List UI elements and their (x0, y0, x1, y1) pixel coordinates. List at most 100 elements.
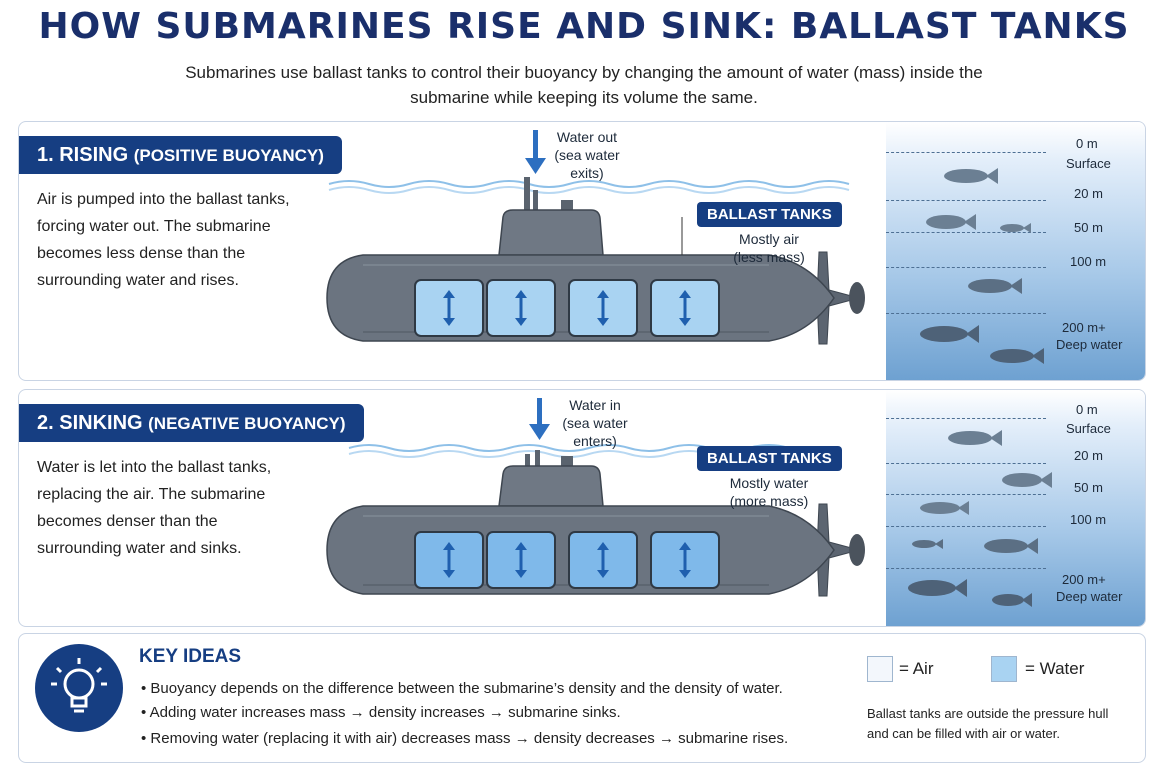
sinking-water-label-line: enters) (573, 433, 617, 449)
key-ideas-panel: KEY IDEAS • Buoyancy depends on the diff… (18, 633, 1146, 763)
rising-water-label-line: Water out (556, 129, 618, 145)
ballast-tank (568, 531, 638, 589)
key-idea-item: • Adding water increases mass → density … (141, 704, 621, 721)
fish-icon (990, 348, 1044, 364)
depth-label: 50 m (1074, 480, 1103, 495)
sinking-tank-note-line: (more mass) (729, 493, 809, 509)
depth-label: 20 m (1074, 186, 1103, 201)
fish-icon (968, 278, 1022, 294)
sinking-desc-line: becomes denser than the (37, 513, 218, 530)
fish-icon (920, 501, 969, 515)
rising-desc-line: forcing water out. The submarine (37, 218, 271, 235)
rising-panel: 1. RISING (POSITIVE BUOYANCY) Air is pum… (18, 121, 1146, 381)
key-idea-text: Buoyancy depends on the difference betwe… (150, 680, 783, 697)
fish-icon (1002, 472, 1052, 488)
depth-label: 100 m (1070, 254, 1107, 269)
sinking-desc-line: replacing the air. The submarine (37, 486, 266, 503)
rising-depth-scale: 0 m Surface 20 m 50 m 100 m 200 m+ Deep … (886, 122, 1145, 380)
legend-water-label: = Water (1025, 659, 1085, 678)
rising-header-main: 1. RISING (37, 144, 129, 166)
ballast-tank (568, 279, 638, 337)
sinking-header-main: 2. SINKING (37, 412, 143, 434)
fish-icon (926, 214, 976, 230)
sinking-header: 2. SINKING (NEGATIVE BUOYANCY) (19, 404, 364, 442)
depth-label: Deep water (1056, 589, 1123, 604)
sinking-desc-line: surrounding water and sinks. (37, 540, 242, 557)
rising-desc-line: Air is pumped into the ballast tanks, (37, 191, 290, 208)
fish-icon (912, 539, 943, 549)
rising-water-label-line: exits) (570, 165, 604, 181)
key-ideas-heading: KEY IDEAS (139, 646, 242, 667)
sinking-depth-scale: 0 m Surface 20 m 50 m 100 m 200 m+ Deep … (886, 390, 1145, 626)
sinking-submarine-illustration (326, 398, 865, 597)
depth-label: 20 m (1074, 448, 1103, 463)
legend-air-label: = Air (899, 659, 934, 678)
sinking-ballast-tag: BALLAST TANKS (697, 446, 842, 471)
depth-label: 100 m (1070, 512, 1107, 527)
depth-label: Surface (1066, 156, 1111, 171)
key-idea-text: Removing water (replacing it with air) d… (150, 730, 789, 747)
depth-line (886, 152, 1046, 153)
key-idea-text: Adding water increases mass → density in… (149, 704, 621, 721)
rising-tank-note: Mostly air (less mass) (699, 230, 839, 266)
depth-label: 200 m+ (1062, 572, 1106, 587)
depth-label: 0 m (1076, 402, 1098, 417)
sinking-water-label-line: Water in (569, 397, 621, 413)
ballast-tank (650, 279, 720, 337)
sinking-tank-note: Mostly water (more mass) (699, 474, 839, 510)
ballast-tank (414, 531, 484, 589)
legend-water-swatch (991, 656, 1017, 682)
rising-water-label-line: (sea water (554, 147, 620, 163)
rising-submarine-illustration (326, 130, 865, 345)
depth-line (886, 418, 1046, 419)
depth-label: 50 m (1074, 220, 1103, 235)
sinking-water-label-line: (sea water (562, 415, 628, 431)
depth-label: 0 m (1076, 136, 1098, 151)
ballast-note-line: Ballast tanks are outside the pressure h… (867, 706, 1109, 721)
fish-icon (908, 579, 967, 597)
rising-header: 1. RISING (POSITIVE BUOYANCY) (19, 136, 342, 174)
depth-line (886, 267, 1046, 268)
sinking-panel: 2. SINKING (NEGATIVE BUOYANCY) Water is … (18, 389, 1146, 627)
ballast-tank (650, 531, 720, 589)
fish-group (908, 430, 1052, 607)
depth-line (886, 232, 1046, 233)
page-subtitle: Submarines use ballast tanks to control … (185, 63, 983, 107)
fish-icon (920, 325, 979, 343)
rising-ballast-tag: BALLAST TANKS (697, 202, 842, 227)
ballast-tank (414, 279, 484, 337)
key-idea-item: • Buoyancy depends on the difference bet… (141, 680, 783, 697)
sinking-desc-line: Water is let into the ballast tanks, (37, 459, 272, 476)
sinking-tank-note-line: Mostly water (729, 475, 809, 491)
ballast-note-line: and can be filled with air or water. (867, 726, 1060, 741)
rising-water-label: Water out (sea water exits) (537, 128, 637, 182)
rising-tank-note-line: (less mass) (733, 249, 805, 265)
key-idea-item: • Removing water (replacing it with air)… (141, 730, 789, 747)
arrow-down-icon (529, 398, 550, 440)
arrow-down-icon (525, 130, 546, 174)
rising-tank-note-line: Mostly air (739, 231, 799, 247)
sinking-description: Water is let into the ballast tanks, rep… (37, 454, 317, 562)
rising-description: Air is pumped into the ballast tanks, fo… (37, 186, 317, 294)
depth-line (886, 313, 1046, 314)
depth-label: Deep water (1056, 337, 1123, 352)
fish-icon (948, 430, 1002, 446)
depth-line (886, 494, 1046, 495)
legend-air-swatch (867, 656, 893, 682)
page-title: HOW SUBMARINES RISE AND SINK: BALLAST TA… (38, 6, 1130, 47)
depth-line (886, 463, 1046, 464)
ballast-tank (486, 531, 556, 589)
fish-icon (944, 168, 998, 184)
ballast-tank (486, 279, 556, 337)
depth-label: 200 m+ (1062, 320, 1106, 335)
fish-icon (992, 593, 1032, 607)
rising-header-sub: (POSITIVE BUOYANCY) (133, 146, 324, 165)
lightbulb-icon (35, 644, 123, 732)
sinking-header-sub: (NEGATIVE BUOYANCY) (148, 414, 346, 433)
sinking-water-label: Water in (sea water enters) (545, 396, 645, 450)
depth-label: Surface (1066, 421, 1111, 436)
rising-desc-line: surrounding water and rises. (37, 272, 239, 289)
rising-desc-line: becomes less dense than the (37, 245, 246, 262)
fish-icon (984, 538, 1038, 554)
fish-icon (1000, 223, 1031, 233)
